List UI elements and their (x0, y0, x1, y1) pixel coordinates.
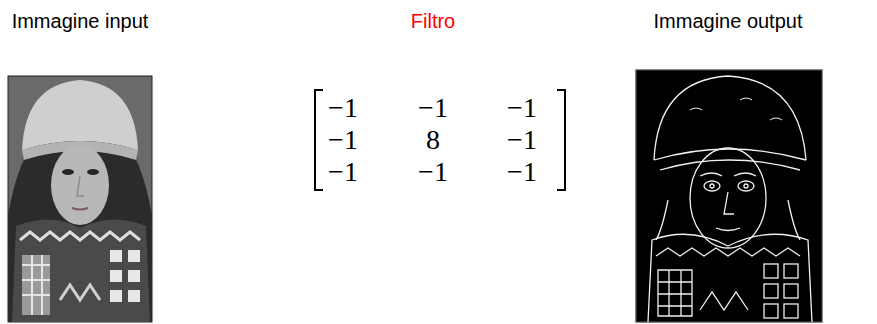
matrix-bracket (315, 90, 565, 190)
matrix-cell: −1 (328, 93, 358, 124)
input-image (8, 76, 152, 322)
matrix-cell: −1 (328, 125, 358, 156)
matrix-cell: −1 (328, 157, 358, 188)
image-caption: Immagine output (654, 10, 803, 32)
matrix-cell: −1 (507, 125, 537, 156)
image-caption: Immagine input (12, 10, 149, 32)
matrix-cell: −1 (507, 157, 537, 188)
filter-caption: Filtro (411, 10, 455, 32)
matrix-cell: −1 (507, 93, 537, 124)
output-image (636, 70, 822, 322)
matrix-cell: −1 (418, 93, 448, 124)
matrix-cell: 8 (426, 125, 440, 156)
matrix-cell: −1 (418, 157, 448, 188)
